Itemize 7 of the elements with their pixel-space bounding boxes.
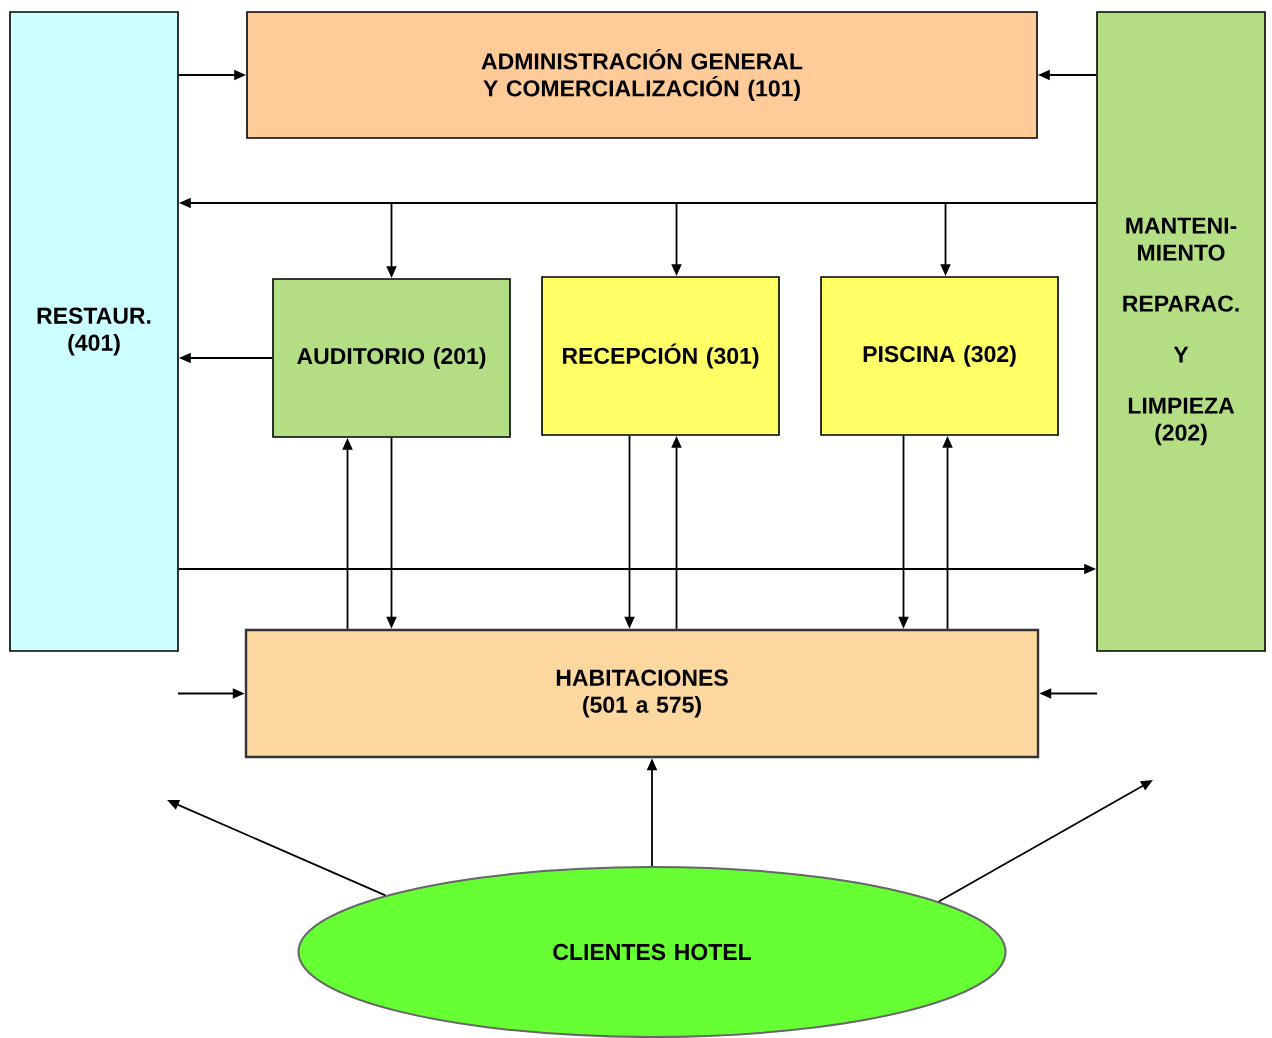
- process-box: RESTAUR. (401): [9, 11, 179, 652]
- process-box: PISCINA (302): [820, 276, 1059, 436]
- process-box: ADMINISTRACIÓN GENERAL Y COMERCIALIZACIÓN (101): [246, 11, 1038, 139]
- process-box: AUDITORIO (201): [272, 278, 511, 438]
- process-box: MANTENI- MIENTO REPARAC. Y LIMPIEZA (202): [1096, 11, 1266, 652]
- process-box: HABITACIONES (501 a 575): [244, 628, 1040, 759]
- process-box: RECEPCIÓN (301): [541, 276, 780, 436]
